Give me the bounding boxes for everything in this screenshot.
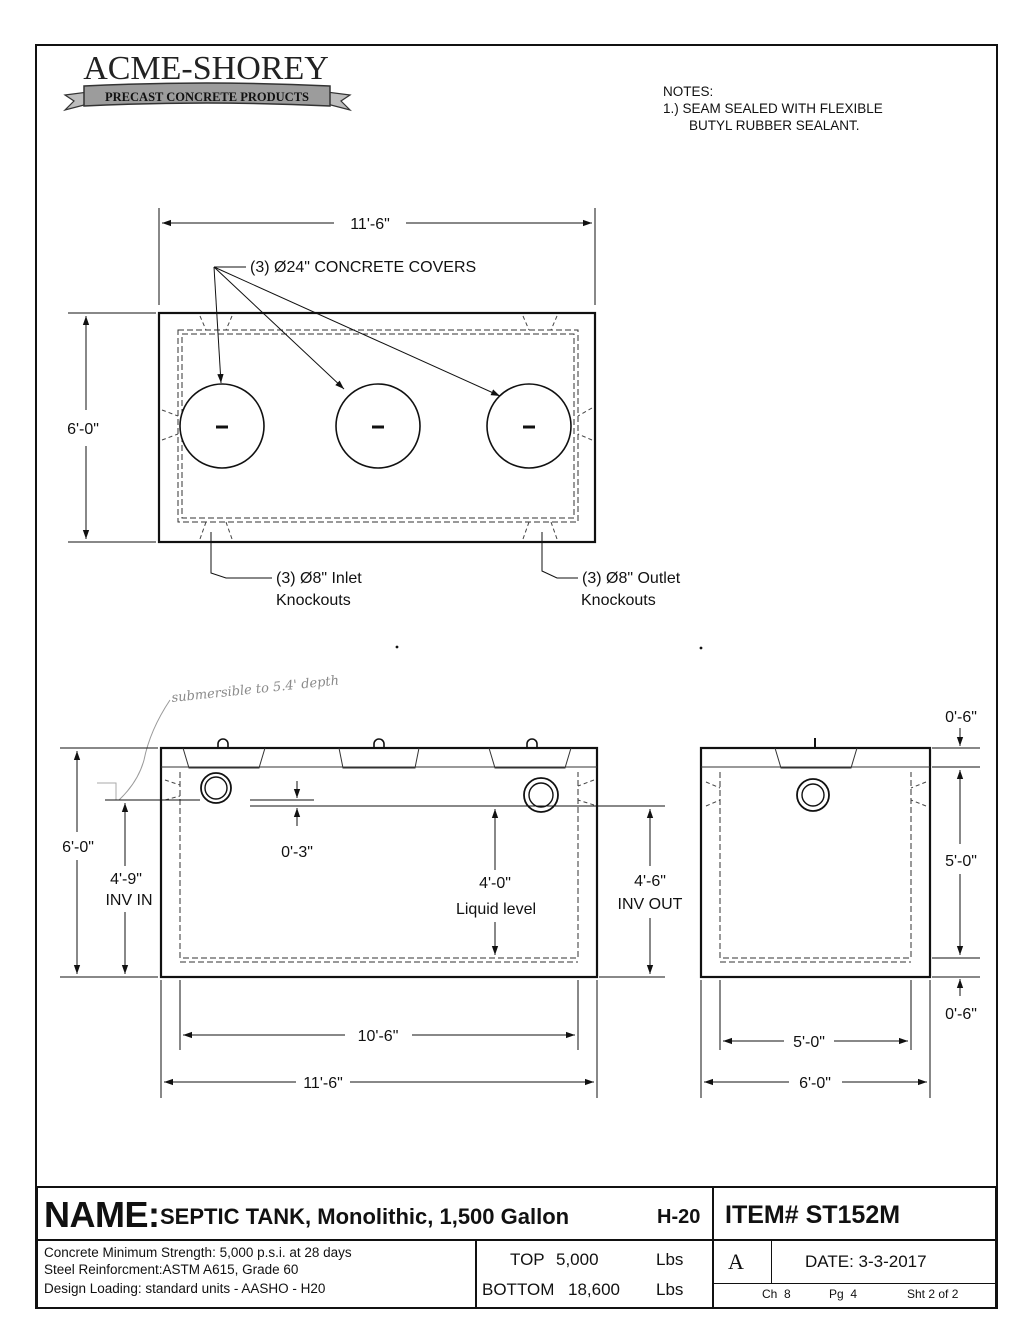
bottom-weight-value: 18,600 [568, 1280, 620, 1299]
section-tank-outline [159, 746, 599, 979]
plan-view: 11'-6" 6'-0" [67, 208, 703, 650]
outer-length-dimension: 11'-6" [303, 1075, 343, 1092]
inner-length-dimension: 10'-6" [358, 1028, 399, 1045]
sheet-border [35, 44, 998, 1309]
plan-cover-3 [486, 383, 572, 469]
item-divider [712, 1186, 714, 1308]
plan-cover-2 [335, 383, 421, 469]
liquid-level-value: 4'-0" [479, 875, 511, 892]
top-weight-value: 5,000 [556, 1250, 599, 1269]
outlet-knockouts-label-1: (3) Ø8" Outlet [582, 570, 681, 587]
logo-tagline: PRECAST CONCRETE PRODUCTS [105, 90, 309, 104]
logo-banner [83, 82, 331, 107]
plan-inner-wall [177, 329, 579, 523]
plan-width-dimension: 6'-0" [67, 421, 99, 438]
name-value: SEPTIC TANK, Monolithic, 1,500 Gallon [160, 1204, 570, 1229]
notes-line-1: 1.) SEAM SEALED WITH FLEXIBLE [663, 101, 883, 116]
covers-label: (3) Ø24" CONCRETE COVERS [250, 259, 476, 276]
notes-line-2: BUTYL RUBBER SEALANT. [689, 118, 860, 133]
logo-ribbon-right [326, 91, 352, 112]
top-thickness-dimension: 0'-6" [945, 709, 977, 726]
top-weight-label: TOP [510, 1250, 545, 1269]
inv-in-label: INV IN [105, 892, 152, 909]
section-view: submersible to 5.4' depth [60, 673, 683, 1098]
logo-brand: ACME-SHOREY [83, 50, 329, 87]
page-number: Pg 4 [829, 1287, 858, 1301]
title-block [36, 1186, 997, 1308]
inv-out-value: 4'-6" [634, 873, 666, 890]
weight-divider [475, 1239, 477, 1308]
plan-tank-outline [157, 311, 597, 544]
bottom-weight-label: BOTTOM [482, 1280, 555, 1299]
sheet-number: Sht 2 of 2 [907, 1287, 959, 1301]
bottom-weight-unit: Lbs [656, 1280, 684, 1299]
drop-dimension: 0'-3" [281, 844, 313, 861]
chapter-number: Ch 8 [762, 1287, 791, 1301]
spec-design-loading: Design Loading: standard units - AASHO -… [44, 1281, 326, 1296]
revision-letter: A [728, 1249, 744, 1274]
section-height-dimension: 6'-0" [62, 839, 94, 856]
item-number: ITEM# ST152M [725, 1201, 901, 1229]
spec-concrete-strength: Concrete Minimum Strength: 5,000 p.s.i. … [44, 1245, 352, 1260]
handwritten-note: submersible to 5.4' depth [171, 673, 340, 706]
plan-length-dimension: 11'-6" [350, 216, 390, 233]
title-divider [36, 1239, 997, 1241]
inlet-knockouts-label-2: Knockouts [276, 592, 351, 609]
sheet-info-divider [712, 1283, 997, 1284]
plan-cover-1 [179, 383, 265, 469]
notes-heading: NOTES: [663, 84, 713, 99]
end-inner-width-dimension: 5'-0" [793, 1034, 825, 1051]
end-view: 0'-6" 5'-0" 0'-6" 5'-0" 6'-0" [699, 709, 980, 1098]
company-logo: ACME-SHOREY PRECAST CONCRETE PRODUCTS [63, 50, 352, 112]
top-weight-unit: Lbs [656, 1250, 684, 1269]
load-rating: H-20 [657, 1206, 701, 1228]
bottom-thickness-dimension: 0'-6" [945, 1006, 977, 1023]
inner-height-dimension: 5'-0" [945, 853, 977, 870]
inv-out-label: INV OUT [618, 896, 683, 913]
outlet-knockouts-label-2: Knockouts [581, 592, 656, 609]
liquid-level-label: Liquid level [456, 901, 536, 918]
spec-steel-reinforcement: Steel Reinforcment:ASTM A615, Grade 60 [44, 1262, 299, 1277]
rev-divider [771, 1239, 772, 1283]
name-label: NAME: [44, 1194, 160, 1235]
inlet-knockouts-label-1: (3) Ø8" Inlet [276, 570, 362, 587]
inv-in-value: 4'-9" [110, 871, 142, 888]
notes-block: NOTES: 1.) SEAM SEALED WITH FLEXIBLE BUT… [663, 84, 883, 133]
end-outer-width-dimension: 6'-0" [799, 1075, 831, 1092]
drawing-date: DATE: 3-3-2017 [805, 1252, 927, 1271]
